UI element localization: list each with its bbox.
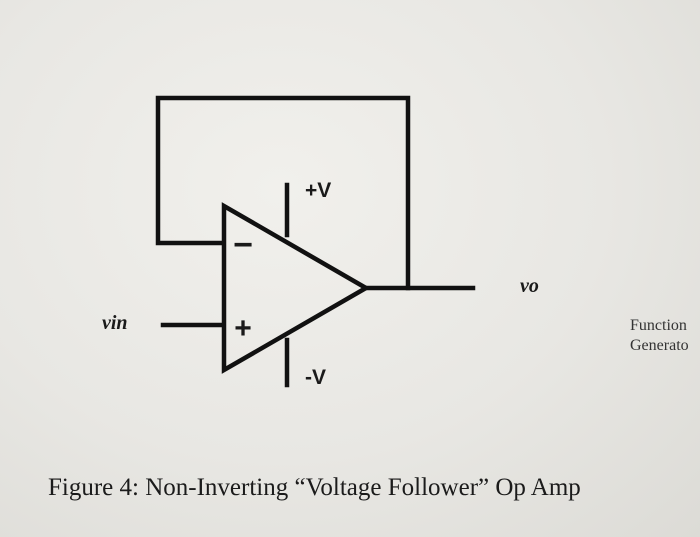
output-voltage-label: vo: [520, 275, 539, 297]
positive-supply-label: +V: [305, 179, 331, 202]
negative-supply-label: -V: [305, 366, 326, 389]
input-voltage-label: vin: [102, 312, 128, 334]
figure-caption: Figure 4: Non-Inverting “Voltage Followe…: [48, 474, 581, 501]
feedback-wire: [155, 95, 411, 291]
op-amp-triangle: [221, 202, 371, 374]
noninverting-input-symbol: +: [234, 312, 252, 345]
side-note-line-1: Function: [630, 317, 687, 334]
function-generator-note: Function Generato: [630, 316, 700, 356]
side-note-line-2: Generato: [630, 337, 689, 354]
inverting-input-symbol: −: [233, 226, 253, 264]
